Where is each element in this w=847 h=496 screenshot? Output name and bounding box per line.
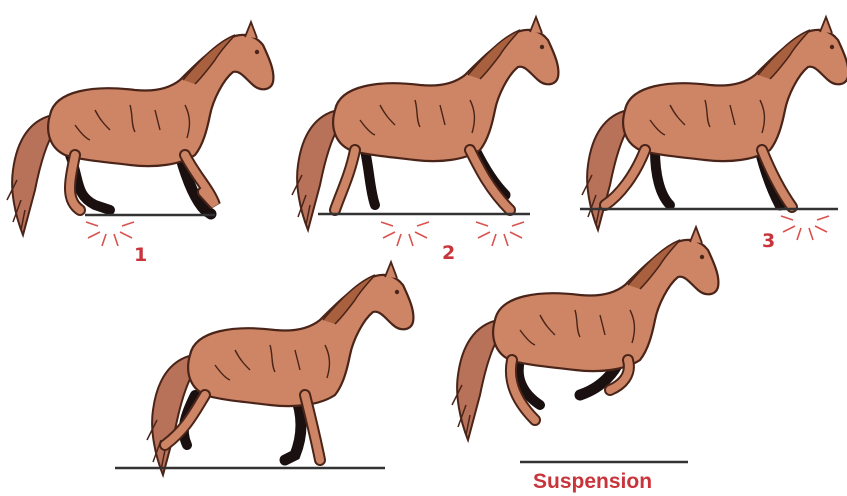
- stride-label-1: 1: [134, 244, 147, 266]
- horse-figure-3: [582, 17, 847, 230]
- horse-figure-5: [452, 227, 718, 440]
- horse-figure-1: [7, 22, 273, 235]
- horse-figure-2: [292, 17, 558, 230]
- stride-label-2: 2: [442, 242, 455, 264]
- horse-figure-4: [147, 262, 413, 475]
- stride-label-3: 3: [762, 230, 775, 252]
- suspension-caption: Suspension: [533, 470, 652, 494]
